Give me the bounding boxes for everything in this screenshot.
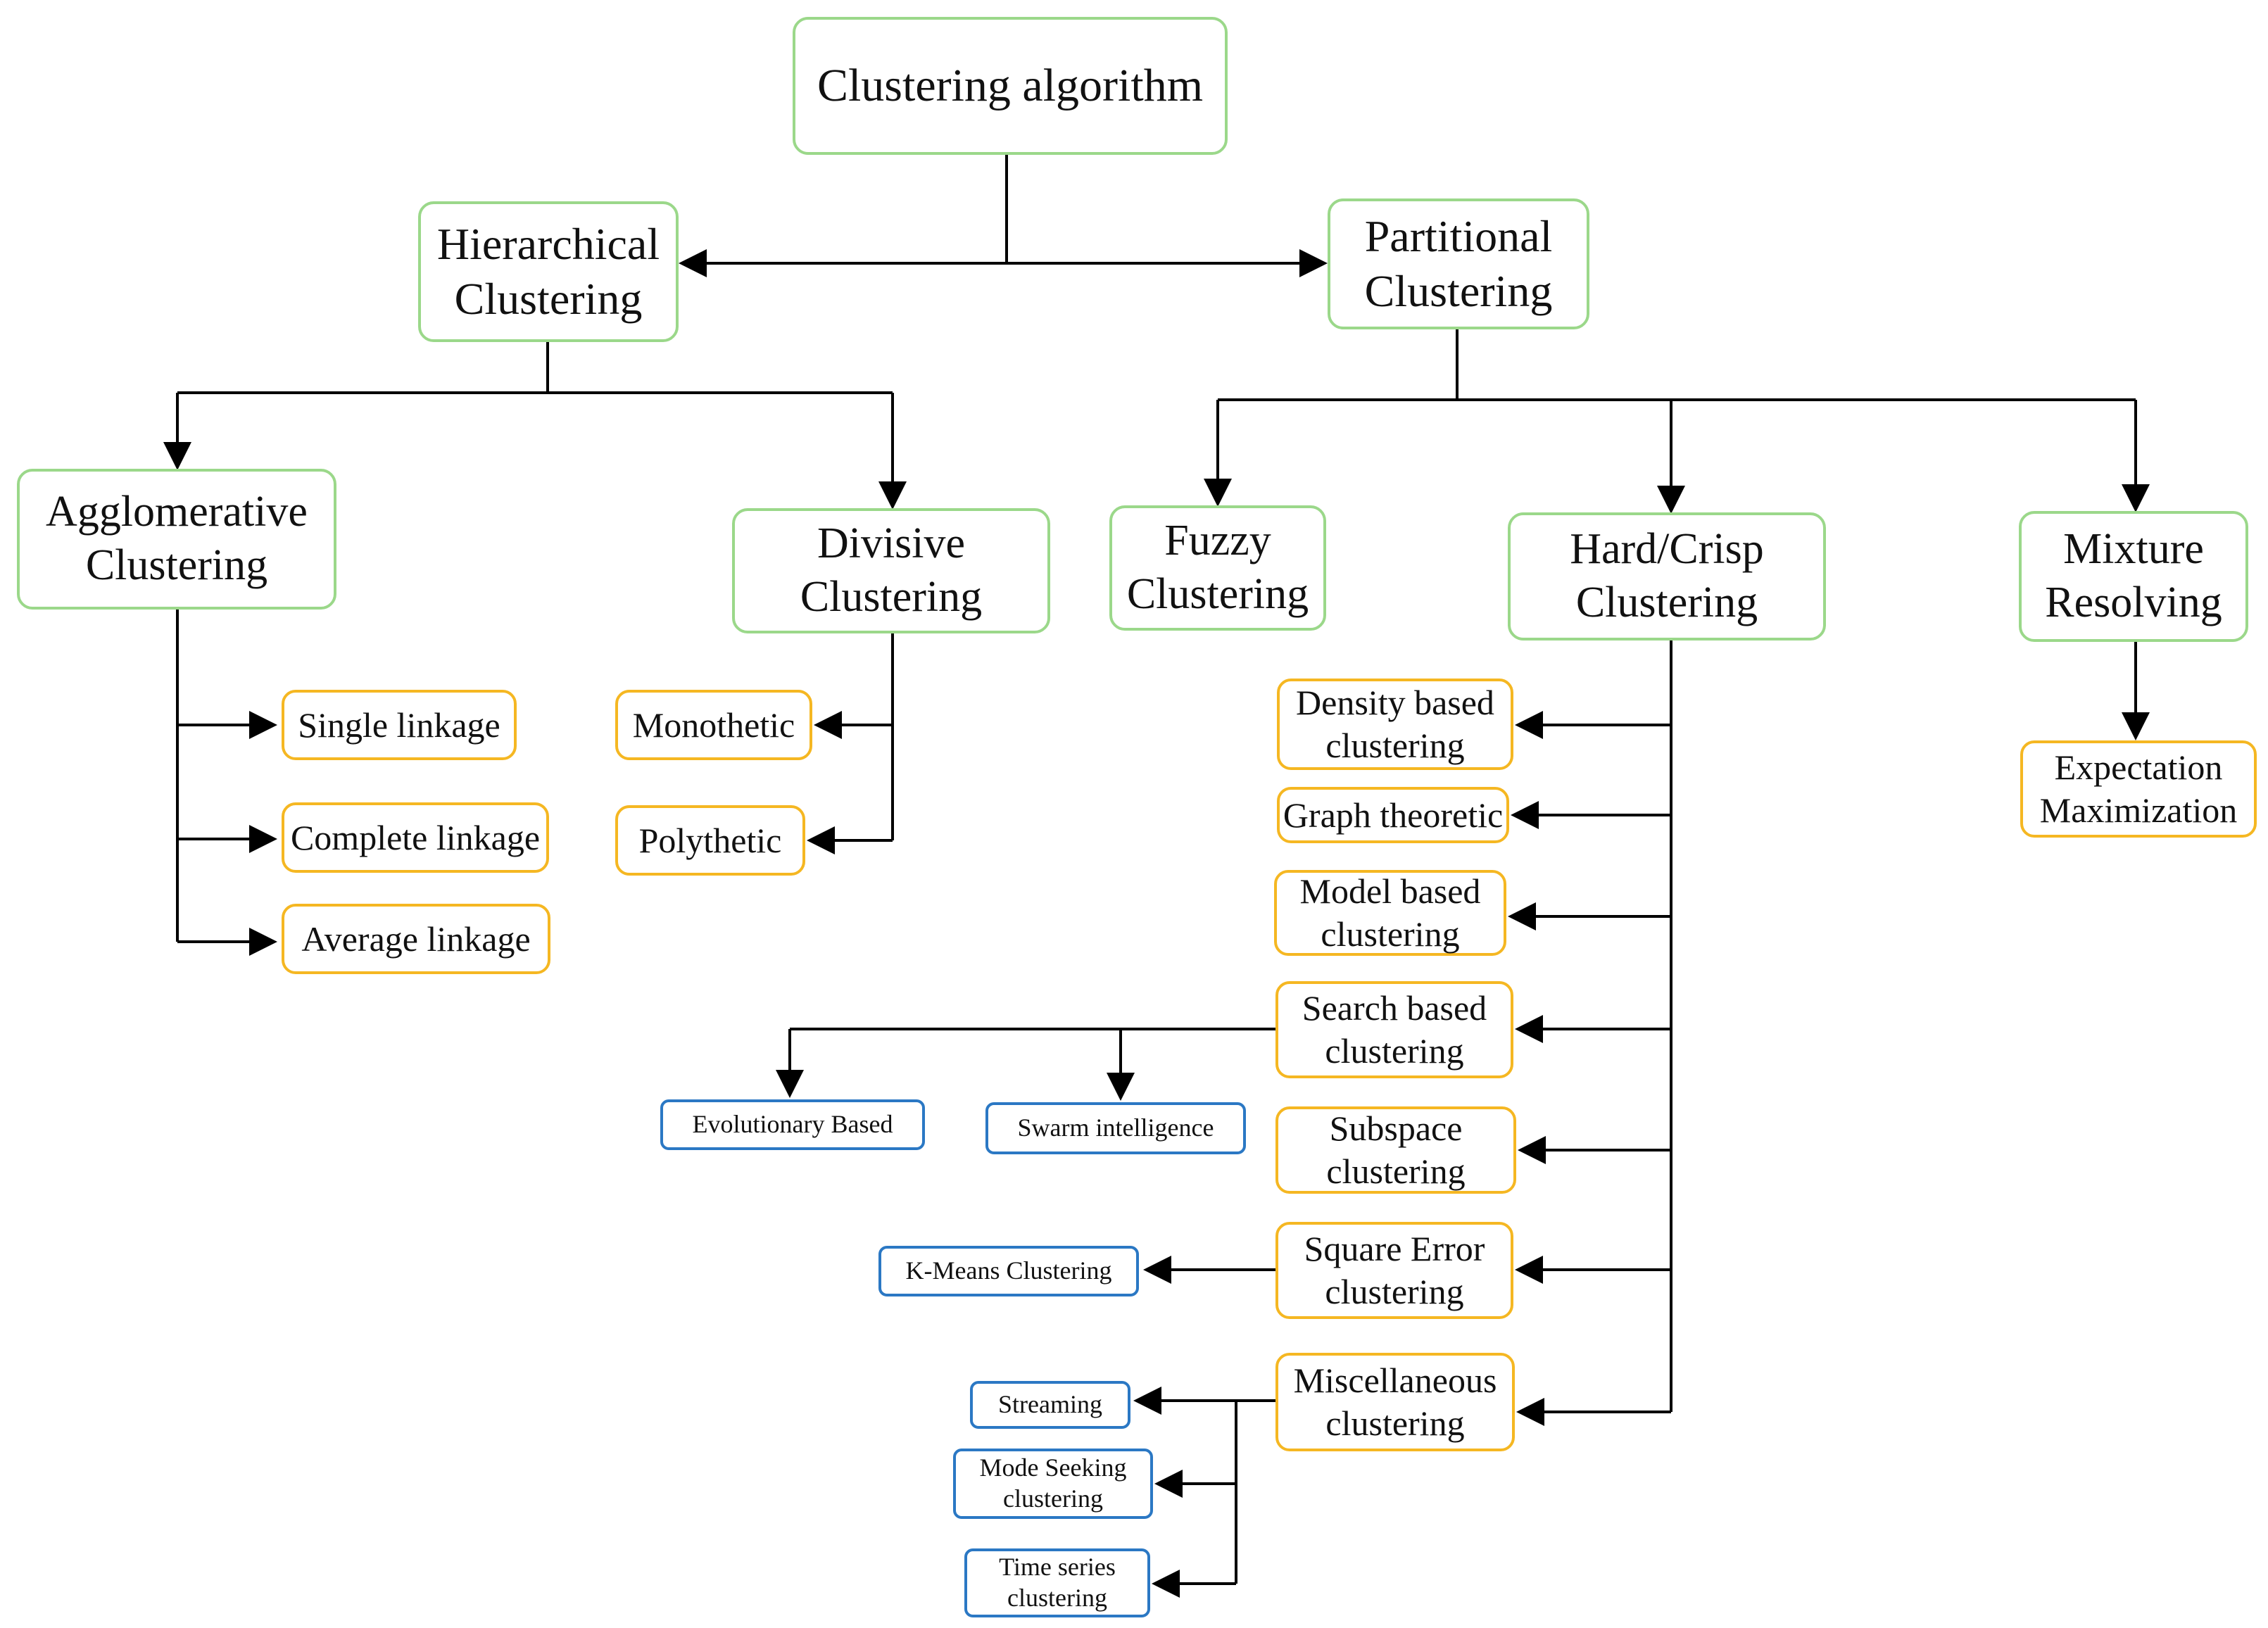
node-label: Divisive Clustering [800, 519, 983, 621]
node-divisive-clustering: Divisive Clustering [732, 508, 1050, 633]
node-label: Miscellaneous clustering [1293, 1361, 1497, 1443]
node-label: Graph theoretic [1283, 795, 1504, 835]
node-label: Expectation Maximization [2039, 747, 2238, 830]
node-search-based-clustering: Search based clustering [1275, 981, 1513, 1078]
connector-hier-stem [177, 342, 549, 394]
node-label: Hard/Crisp Clustering [1570, 525, 1764, 626]
node-single-linkage: Single linkage [282, 690, 517, 760]
connector-misc-bus [1235, 1399, 1275, 1584]
node-monothetic: Monothetic [615, 690, 812, 760]
node-model-based-clustering: Model based clustering [1274, 870, 1506, 956]
node-label: Agglomerative Clustering [46, 488, 308, 589]
node-label: Clustering algorithm [817, 59, 1204, 111]
node-label: Square Error clustering [1304, 1229, 1485, 1311]
node-label: Fuzzy Clustering [1126, 517, 1309, 618]
node-label: Streaming [998, 1390, 1102, 1419]
node-evolutionary-based: Evolutionary Based [660, 1099, 925, 1150]
node-fuzzy-clustering: Fuzzy Clustering [1109, 505, 1326, 631]
node-label: Monothetic [632, 705, 795, 745]
node-density-based-clustering: Density based clustering [1277, 679, 1513, 770]
node-label: Evolutionary Based [692, 1110, 893, 1139]
node-label: Hierarchical Clustering [436, 218, 660, 324]
node-label: Model based clustering [1299, 871, 1481, 954]
node-subspace-clustering: Subspace clustering [1275, 1106, 1516, 1194]
node-label: Mode Seeking clustering [979, 1453, 1127, 1513]
node-label: Average linkage [301, 919, 531, 959]
node-label: Density based clustering [1296, 683, 1494, 765]
node-square-error-clustering: Square Error clustering [1275, 1222, 1513, 1319]
node-streaming: Streaming [970, 1381, 1130, 1429]
node-k-means-clustering: K-Means Clustering [878, 1246, 1139, 1296]
node-miscellaneous-clustering: Miscellaneous clustering [1275, 1353, 1515, 1451]
node-label: Complete linkage [290, 817, 541, 857]
node-agglomerative-clustering: Agglomerative Clustering [17, 469, 336, 610]
node-graph-theoretic: Graph theoretic [1277, 787, 1509, 843]
node-hard-crisp-clustering: Hard/Crisp Clustering [1508, 512, 1826, 641]
node-label: Search based clustering [1302, 988, 1487, 1071]
node-partitional-clustering: Partitional Clustering [1328, 198, 1589, 329]
node-swarm-intelligence: Swarm intelligence [985, 1102, 1246, 1154]
node-polythetic: Polythetic [615, 805, 805, 876]
node-complete-linkage: Complete linkage [282, 802, 549, 873]
node-expectation-maximization: Expectation Maximization [2020, 740, 2257, 838]
node-label: Single linkage [298, 705, 500, 745]
node-label: Partitional Clustering [1364, 210, 1553, 316]
node-label: Time series clustering [999, 1553, 1116, 1612]
node-label: Subspace clustering [1326, 1109, 1466, 1191]
node-average-linkage: Average linkage [282, 904, 550, 974]
node-label: Swarm intelligence [1017, 1113, 1214, 1142]
node-mode-seeking-clustering: Mode Seeking clustering [953, 1449, 1153, 1519]
node-label: Polythetic [638, 820, 782, 860]
node-mixture-resolving: Mixture Resolving [2019, 511, 2248, 642]
node-time-series-clustering: Time series clustering [964, 1548, 1150, 1617]
node-label: Mixture Resolving [2045, 525, 2222, 626]
node-label: K-Means Clustering [905, 1256, 1112, 1285]
node-hierarchical-clustering: Hierarchical Clustering [418, 201, 679, 342]
node-clustering-algorithm: Clustering algorithm [793, 17, 1228, 155]
